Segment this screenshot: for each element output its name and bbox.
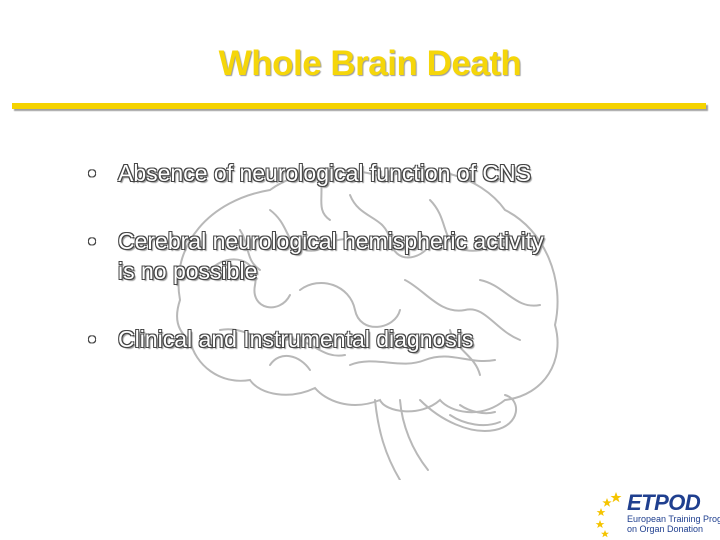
logo-subtitle: European Training Program — [627, 514, 720, 524]
bullet-item: • Clinical and Instrumental diagnosis — [88, 324, 688, 354]
bullet-dot: • — [88, 228, 97, 254]
bullet-text-continued: is no possible — [118, 258, 258, 284]
brain-illustration — [176, 169, 559, 480]
logo-subtitle: on Organ Donation — [627, 524, 704, 534]
bullet-text: Clinical and Instrumental diagnosis — [118, 326, 474, 352]
bullet-item: • Absence of neurological function of CN… — [88, 158, 688, 188]
slide-title: Whole Brain Death — [218, 44, 522, 83]
etpod-logo: ETPOD European Training Program on Organ… — [594, 488, 720, 540]
title-divider — [12, 103, 706, 109]
star-arc-icon — [595, 492, 622, 538]
logo-wordmark: ETPOD — [627, 490, 701, 515]
bullet-dot: • — [88, 326, 97, 352]
bullet-list: • Absence of neurological function of CN… — [88, 158, 688, 354]
bullet-text: Cerebral neurological hemispheric activi… — [118, 228, 544, 254]
bullet-text: Absence of neurological function of CNS — [118, 160, 531, 186]
bullet-item: • Cerebral neurological hemispheric acti… — [88, 226, 688, 286]
bullet-dot: • — [88, 160, 97, 186]
